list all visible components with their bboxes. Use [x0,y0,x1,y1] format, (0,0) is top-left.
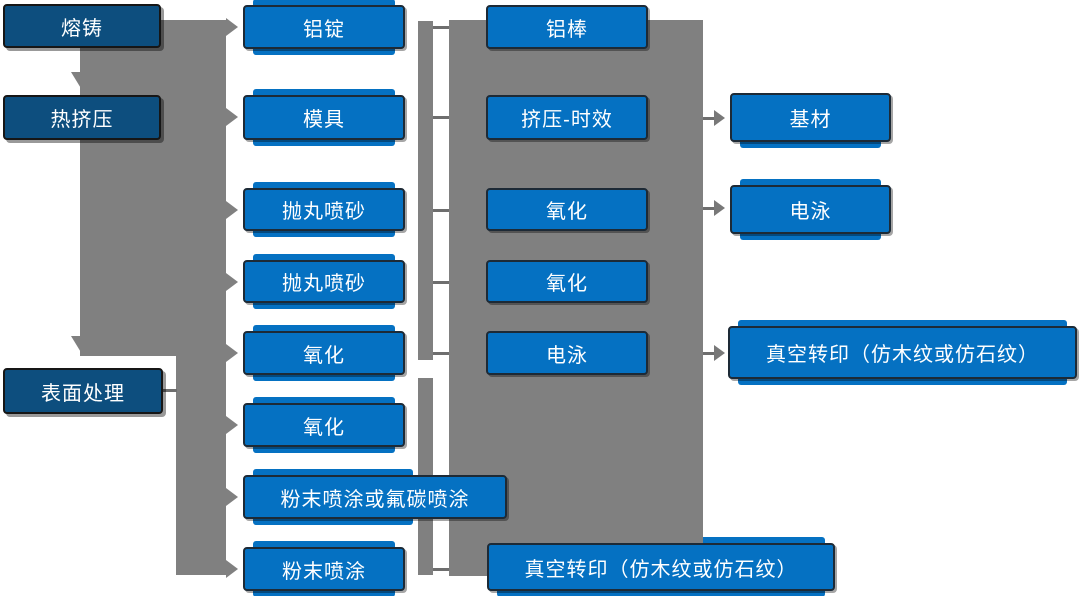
node-label: 氧化 [546,273,588,295]
arrowhead-to-vacuum-transfer-icon [714,345,725,361]
arrowhead-to-oxidation-1-icon [226,344,238,362]
arrowhead-to-electrophoresis-icon [714,200,725,216]
node-mold: 模具 [243,95,405,140]
node-label: 抛丸喷砂 [282,201,366,223]
down-arrow-to-surface-treatment-icon [71,336,93,354]
arrow-stub-to-substrate [703,117,715,120]
node-label: 挤压-时效 [521,109,613,131]
node-aluminum-rod: 铝棒 [486,5,648,49]
node-surface-treatment: 表面处理 [3,368,163,414]
arrowhead-to-powder-spray-icon [226,560,238,578]
node-oxidation-2: 氧化 [243,403,405,447]
node-label: 抛丸喷砂 [282,273,366,295]
flow-trunk-left-upper [80,20,226,356]
node-oxidation-4: 氧化 [486,260,648,303]
node-label: 模具 [303,109,345,131]
connector-row-5 [433,352,450,355]
arrowhead-to-oxidation-2-icon [226,416,238,434]
node-hot-extrusion: 热挤压 [3,95,161,140]
flow-trunk-left-lower [176,356,226,575]
arrowhead-to-shot-blasting-2-icon [226,273,238,291]
node-label: 热挤压 [50,109,114,131]
node-shot-blasting-2: 抛丸喷砂 [243,260,405,303]
node-powder-or-fluorocarbon-spray: 粉末喷涂或氟碳喷涂 [243,475,507,519]
connector-row-3 [433,209,450,212]
node-label: 粉末喷涂或氟碳喷涂 [280,488,470,511]
node-label: 真空转印（仿木纹或仿石纹） [524,558,798,581]
node-oxidation-3: 氧化 [486,188,648,231]
connector-row-1 [433,26,450,29]
connector-row-2 [433,116,450,119]
node-extrusion-aging: 挤压-时效 [486,95,648,140]
connector-surface-treatment-to-trunk [161,389,177,392]
node-vacuum-transfer-print-1: 真空转印（仿木纹或仿石纹） [487,543,835,591]
arrow-stub-to-electrophoresis [703,207,715,210]
node-label: 熔铸 [61,17,103,40]
arrow-stub-to-vacuum-transfer [703,352,715,355]
node-label: 电泳 [789,201,832,223]
node-vacuum-transfer-print-2: 真空转印（仿木纹或仿石纹） [728,326,1077,379]
node-label: 表面处理 [41,382,125,405]
down-arrow-to-hot-extrusion-icon [71,72,93,90]
arrowhead-to-powder-or-fluorocarbon-icon [226,488,238,506]
node-label: 基材 [789,109,832,131]
node-electrophoresis-2: 电泳 [730,185,891,234]
node-label: 氧化 [303,344,345,367]
arrowhead-to-aluminum-ingot-icon [226,18,238,36]
node-aluminum-ingot: 铝锭 [243,5,405,49]
arrowhead-to-mold-icon [226,108,238,126]
node-label: 氧化 [546,201,588,223]
node-label: 铝棒 [546,18,588,41]
connector-row-4 [433,281,450,284]
connector-row-8 [433,568,450,571]
arrowhead-to-shot-blasting-1-icon [226,201,238,219]
node-label: 铝锭 [303,18,345,41]
node-powder-spray: 粉末喷涂 [243,547,405,591]
node-label: 电泳 [546,344,588,367]
node-oxidation-1: 氧化 [243,331,405,375]
node-substrate: 基材 [730,93,891,142]
flow-bus-middle-upper [418,21,433,360]
node-electrophoresis-1: 电泳 [486,331,648,375]
node-label: 粉末喷涂 [282,560,366,583]
node-shot-blasting-1: 抛丸喷砂 [243,188,405,231]
node-melting-casting: 熔铸 [3,4,161,48]
node-label: 氧化 [303,416,345,439]
arrowhead-to-substrate-icon [714,110,725,126]
node-label: 真空转印（仿木纹或仿石纹） [766,344,1039,366]
